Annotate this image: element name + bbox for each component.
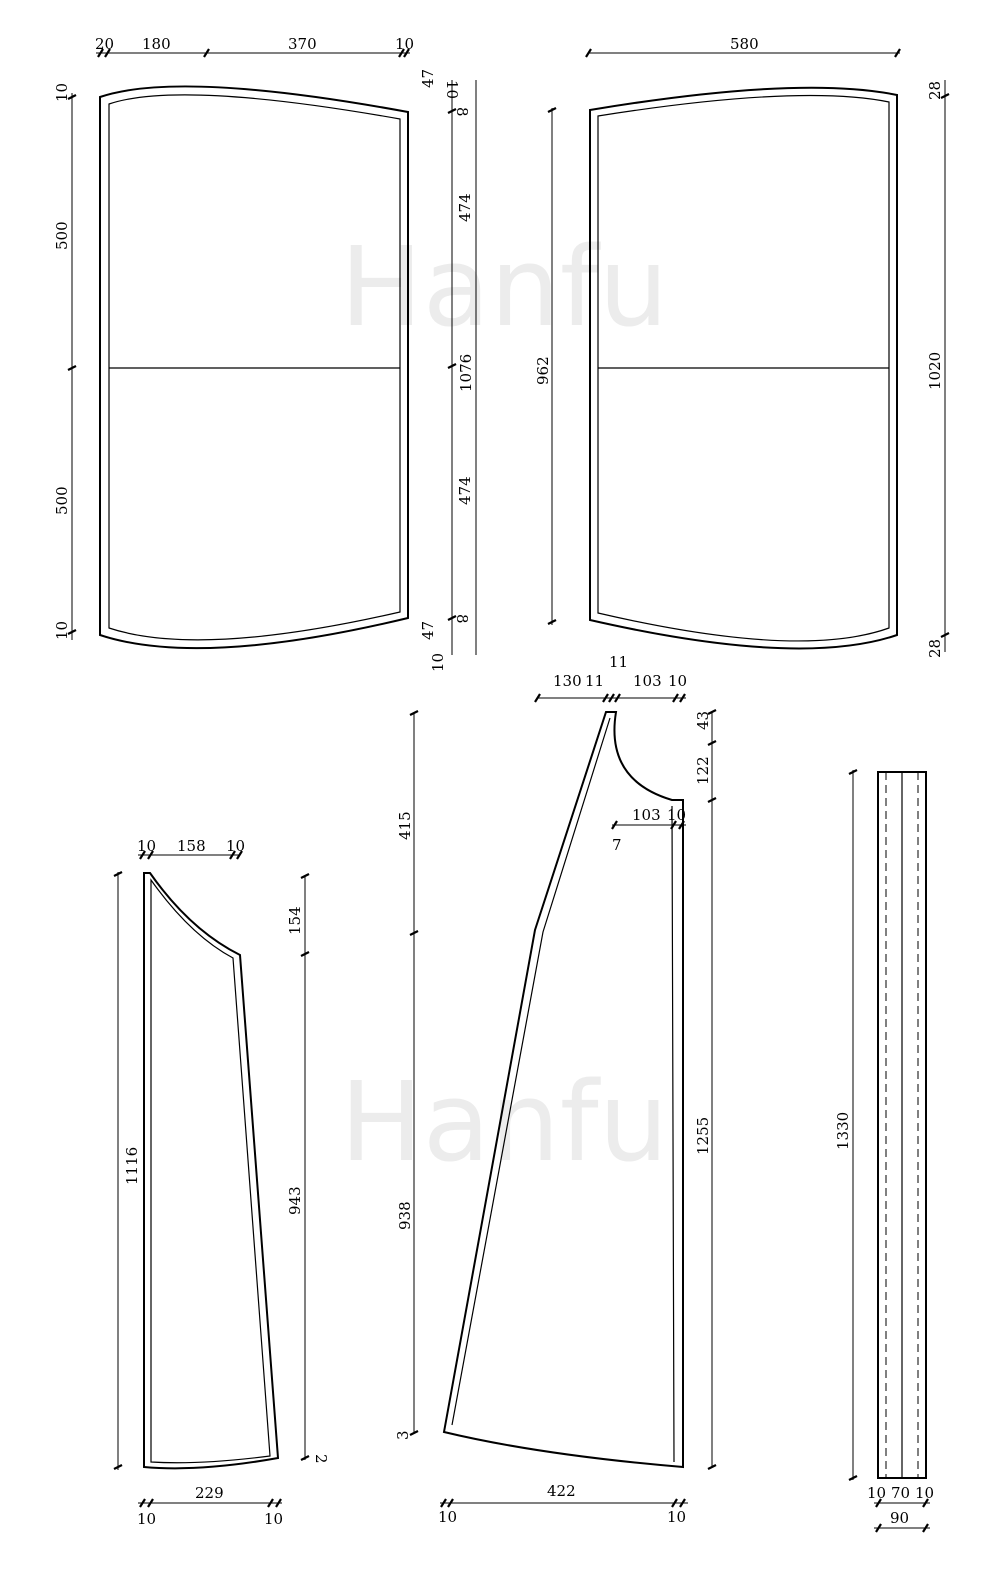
dim-label: 103: [632, 806, 661, 824]
dim-label: 130: [553, 672, 582, 690]
dim-label: 3: [394, 1430, 412, 1440]
dim-label: 415: [396, 811, 414, 840]
sleeve-panel: 10 158 10 1116 154 943 2 229 10 10: [113, 837, 330, 1528]
dim-label: 28: [926, 81, 944, 100]
dim-label: 7: [612, 836, 622, 854]
dim-label: 422: [547, 1482, 576, 1500]
dim-label: 1116: [123, 1147, 141, 1185]
dim-label: 474: [456, 193, 474, 222]
dim-label: 47: [419, 621, 437, 640]
dim-label: 500: [53, 221, 71, 250]
dim-label: 580: [730, 35, 759, 53]
dim-label: 10: [137, 1510, 156, 1528]
watermark: Hanfu: [340, 223, 668, 351]
dim-label: 2: [312, 1454, 330, 1464]
dim-label: 8: [453, 107, 471, 117]
dim-label: 10: [915, 1484, 934, 1502]
dim-label: 1330: [834, 1112, 852, 1150]
dim-label: 154: [286, 906, 304, 935]
front-panel: 20 180 370 10 10 500 500 10 10 47 8 474 …: [53, 35, 477, 672]
dim-label: 10: [395, 35, 414, 53]
dim-label: 70: [891, 1484, 910, 1502]
watermark: Hanfu: [340, 1058, 668, 1186]
dim-label: 1020: [926, 352, 944, 390]
dim-label: 20: [95, 35, 114, 53]
dim-label: 1076: [457, 354, 475, 392]
dim-label: 8: [453, 614, 471, 624]
dim-label: 10: [264, 1510, 283, 1528]
dim-label: 10: [53, 621, 71, 640]
dim-label: 43: [694, 711, 712, 730]
dim-label: 158: [177, 837, 206, 855]
dim-label: 28: [926, 639, 944, 658]
dim-label: 10: [53, 83, 71, 102]
dim-label: 180: [142, 35, 171, 53]
dim-label: 500: [53, 486, 71, 515]
dim-label: 122: [694, 756, 712, 785]
dim-label: 90: [890, 1509, 909, 1527]
dim-label: 103: [633, 672, 662, 690]
band-panel: 1330 10 70 10 90: [834, 769, 934, 1533]
dim-label: 47: [419, 69, 437, 88]
dim-label: 10: [429, 653, 447, 672]
dim-label: 10: [443, 80, 461, 99]
dim-label: 962: [534, 356, 552, 385]
dim-label: 10: [137, 837, 156, 855]
dim-label: 10: [867, 1484, 886, 1502]
dim-label: 229: [195, 1484, 224, 1502]
back-panel: 580 962 28 1020 28: [534, 35, 950, 658]
dim-label: 474: [456, 476, 474, 505]
side-panel: 130 11 11 103 10 103 10 7 43 122 1255 41…: [394, 653, 717, 1526]
dim-label: 10: [668, 672, 687, 690]
dim-label: 938: [396, 1201, 414, 1230]
dim-label: 943: [286, 1186, 304, 1215]
dim-label: 1255: [694, 1117, 712, 1155]
dim-label: 11: [609, 653, 628, 671]
dim-label: 10: [667, 806, 686, 824]
dim-label: 370: [288, 35, 317, 53]
dim-label: 10: [438, 1508, 457, 1526]
dim-label: 10: [667, 1508, 686, 1526]
dim-label: 11: [585, 672, 604, 690]
dim-label: 10: [226, 837, 245, 855]
